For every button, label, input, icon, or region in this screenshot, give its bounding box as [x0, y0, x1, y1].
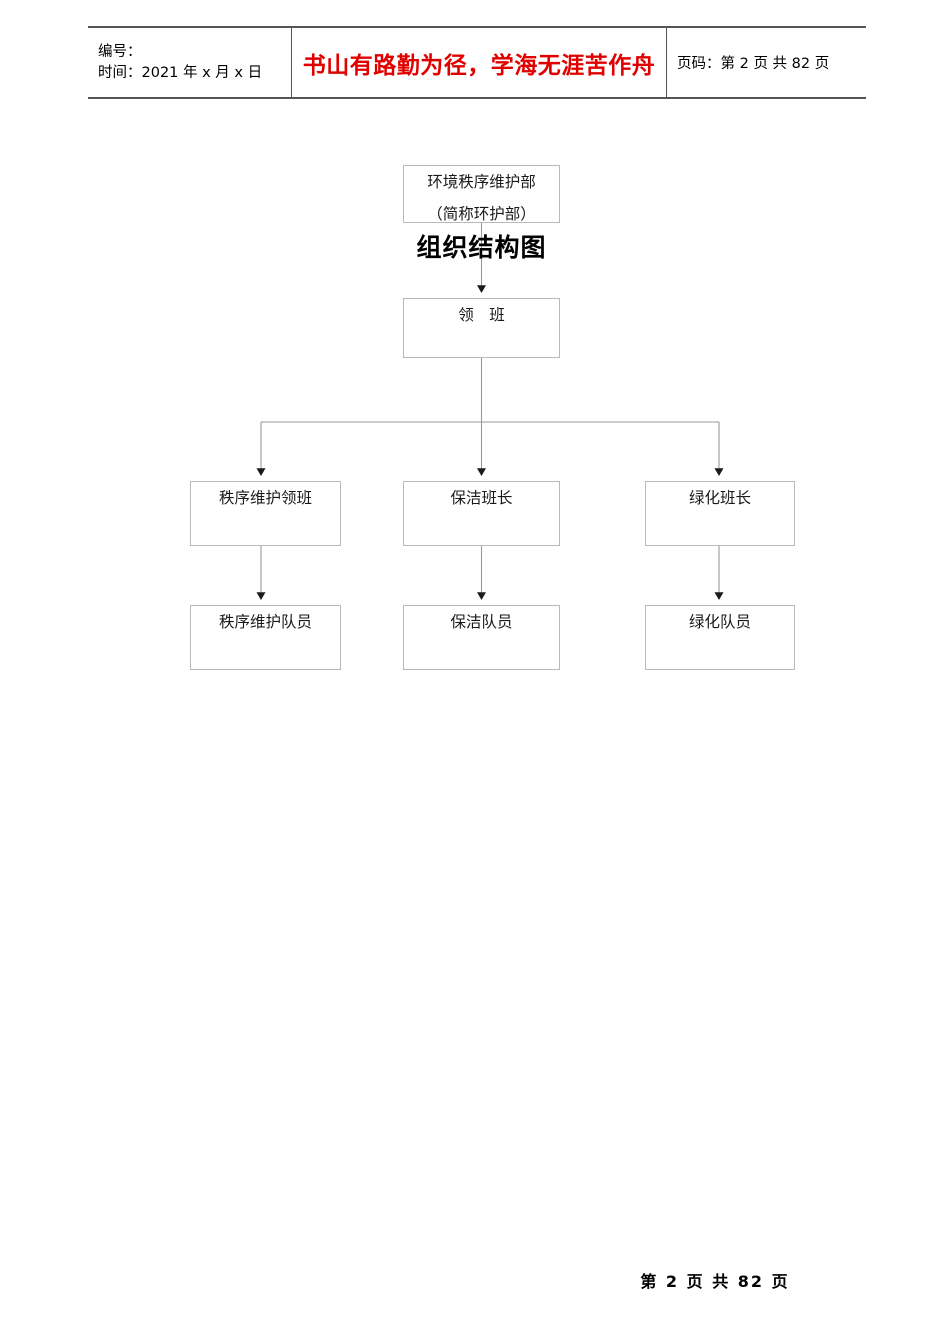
header-doc-number-label: 编号： [98, 43, 142, 60]
header-cell-pagination: 页码：第 2 页 共 82 页 [667, 28, 866, 97]
page-header-table: 编号： 时间：2021 年 x 月 x 日 书山有路勤为径，学海无涯苦作舟 页码… [88, 26, 866, 99]
footer-page-indicator: 第 2 页 共 82 页 [640, 1272, 790, 1291]
org-node-mid-1-label: 秩序维护领班 [218, 490, 312, 507]
page-footer: 第 2 页 共 82 页 [0, 1268, 950, 1292]
org-chart-title: 组织结构图 [416, 235, 547, 262]
org-node-leader[interactable]: 领 班 [403, 298, 560, 358]
org-node-bottom-2-label: 保洁队员 [450, 614, 513, 631]
header-cell-slogan: 书山有路勤为径，学海无涯苦作舟 [292, 28, 667, 97]
org-chart: 环境秩序维护部 （简称环护部） 组织结构图 领 班 秩序维护领班 保洁班长 绿化… [190, 165, 795, 670]
org-node-dept-line1: 环境秩序维护部 [427, 174, 536, 191]
org-node-mid-order-foreman[interactable]: 秩序维护领班 [190, 481, 341, 546]
org-node-bottom-order-staff[interactable]: 秩序维护队员 [190, 605, 341, 670]
header-cell-document-meta: 编号： 时间：2021 年 x 月 x 日 [88, 28, 292, 97]
org-node-bottom-greening-staff[interactable]: 绿化队员 [645, 605, 795, 670]
org-node-mid-cleaning-leader[interactable]: 保洁班长 [403, 481, 560, 546]
org-node-dept-line2: （简称环护部） [427, 206, 536, 224]
header-slogan-text: 书山有路勤为径，学海无涯苦作舟 [302, 51, 656, 79]
org-node-leader-label: 领 班 [458, 307, 505, 324]
org-node-dept[interactable]: 环境秩序维护部 （简称环护部） [403, 165, 560, 223]
org-node-mid-2-label: 保洁班长 [450, 490, 513, 507]
org-node-bottom-3-label: 绿化队员 [688, 614, 751, 631]
org-node-bottom-cleaning-staff[interactable]: 保洁队员 [403, 605, 560, 670]
org-node-mid-3-label: 绿化班长 [688, 490, 751, 507]
org-node-mid-greening-leader[interactable]: 绿化班长 [645, 481, 795, 546]
org-node-bottom-1-label: 秩序维护队员 [218, 614, 312, 631]
header-pagination-text: 页码：第 2 页 共 82 页 [677, 56, 830, 72]
header-doc-date-label: 时间：2021 年 x 月 x 日 [98, 64, 263, 81]
